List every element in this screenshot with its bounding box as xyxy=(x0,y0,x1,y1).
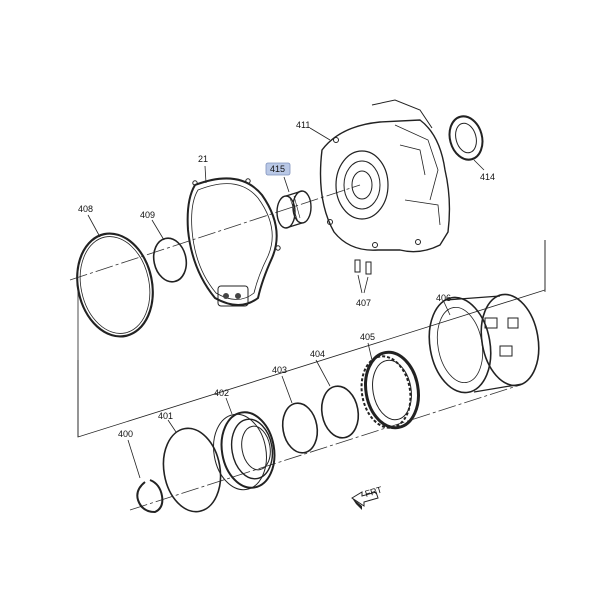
callout-414: 414 xyxy=(480,172,495,182)
part-407-fittings[interactable] xyxy=(354,259,372,275)
arrow-front-icon xyxy=(351,491,379,510)
part-414-seal[interactable] xyxy=(445,113,487,164)
callout-409: 409 xyxy=(140,210,155,220)
part-401-ring[interactable] xyxy=(157,424,227,516)
part-400-snap-ring[interactable] xyxy=(136,479,164,514)
part-415-bearing[interactable] xyxy=(276,190,312,229)
centerline-lower xyxy=(129,384,521,511)
part-403-ring[interactable] xyxy=(279,400,321,455)
callout-21: 21 xyxy=(198,154,208,164)
part-409-seal[interactable] xyxy=(150,235,190,285)
callout-403: 403 xyxy=(272,365,287,375)
callout-408: 408 xyxy=(78,204,93,214)
centerline-upper xyxy=(69,184,361,281)
part-408-seal-ring[interactable] xyxy=(68,226,162,343)
callout-411: 411 xyxy=(296,120,310,130)
part-402-piston[interactable] xyxy=(208,408,280,494)
direction-label: FRT xyxy=(364,484,384,499)
callout-407: 407 xyxy=(356,298,371,308)
callout-405: 405 xyxy=(360,332,375,342)
part-411-housing[interactable] xyxy=(319,99,451,253)
part-406-drum[interactable] xyxy=(422,290,545,398)
part-405-clutch-pack[interactable] xyxy=(356,348,424,432)
callout-406: 406 xyxy=(436,293,451,303)
callout-402: 402 xyxy=(214,388,229,398)
callout-400: 400 xyxy=(118,429,133,439)
callout-401: 401 xyxy=(158,411,173,421)
callout-415: 415 xyxy=(270,164,285,174)
part-404-ring[interactable] xyxy=(318,383,362,440)
part-21-gasket[interactable] xyxy=(186,177,281,307)
callout-415-highlight xyxy=(265,162,291,176)
callout-404: 404 xyxy=(310,349,325,359)
